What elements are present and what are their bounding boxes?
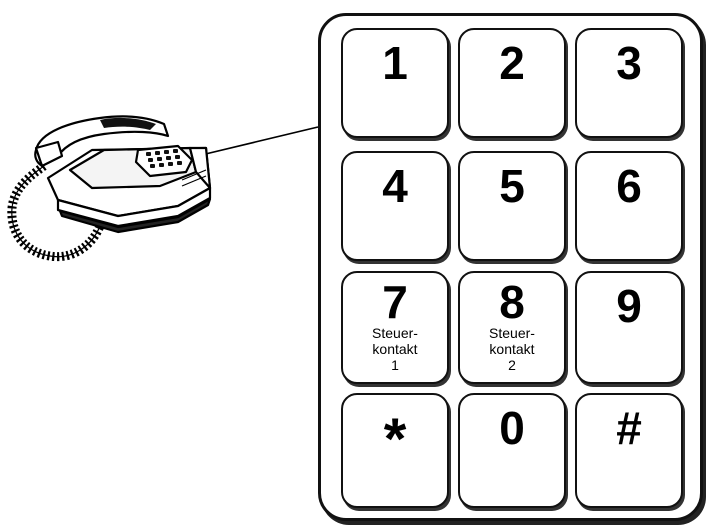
key-star-button[interactable]: *: [341, 393, 449, 508]
telephone-cord-icon: [7, 162, 105, 262]
key-2-button[interactable]: 2: [458, 28, 566, 138]
key-digit: 9: [616, 280, 642, 332]
key-digit: 2: [499, 37, 525, 89]
key-digit: 7: [382, 276, 408, 328]
key-digit: 4: [382, 160, 408, 212]
key-3-button[interactable]: 3: [575, 28, 683, 138]
key-1-button[interactable]: 1: [341, 28, 449, 138]
key-label: Steuer- kontakt 1: [372, 325, 418, 373]
key-digit: 0: [499, 402, 525, 454]
key-digit: 5: [499, 160, 525, 212]
key-digit: #: [616, 402, 642, 454]
key-6-button[interactable]: 6: [575, 151, 683, 261]
key-4-button[interactable]: 4: [341, 151, 449, 261]
key-digit: *: [383, 407, 407, 472]
key-hash-button[interactable]: #: [575, 393, 683, 508]
key-label: Steuer- kontakt 2: [489, 325, 535, 373]
key-0-button[interactable]: 0: [458, 393, 566, 508]
connector-line: [192, 126, 319, 158]
key-digit: 6: [616, 160, 642, 212]
key-5-button[interactable]: 5: [458, 151, 566, 261]
key-digit: 1: [382, 37, 408, 89]
telephone-icon: [34, 115, 212, 234]
key-digit: 3: [616, 37, 642, 89]
key-9-button[interactable]: 9: [575, 271, 683, 384]
key-digit: 8: [499, 276, 525, 328]
